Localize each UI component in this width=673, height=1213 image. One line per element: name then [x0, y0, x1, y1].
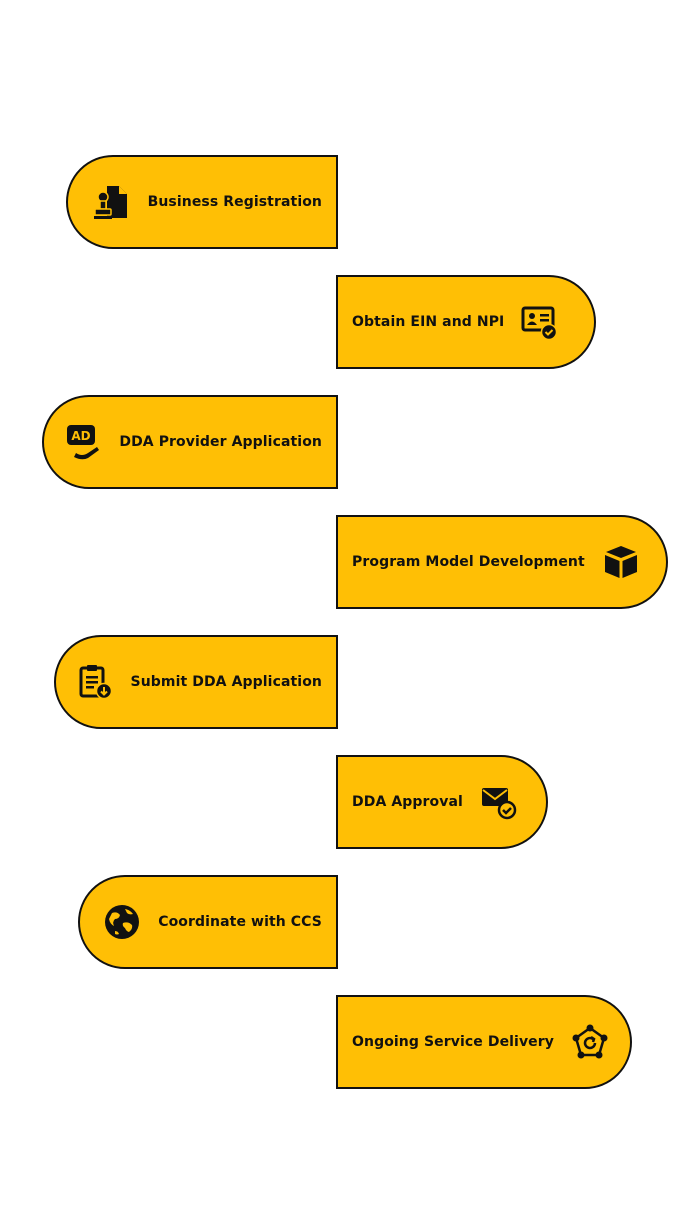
step-obtain-ein-npi: Obtain EIN and NPI — [336, 275, 596, 369]
cycle-network-icon — [570, 1022, 610, 1062]
step-submit-dda-application: Submit DDA Application — [54, 635, 338, 729]
step-business-registration: Business Registration — [66, 155, 338, 249]
step-label: Obtain EIN and NPI — [352, 314, 505, 330]
step-dda-approval: DDA Approval — [336, 755, 548, 849]
id-card-check-icon — [520, 302, 560, 342]
step-label: DDA Provider Application — [119, 434, 322, 450]
step-ongoing-service-delivery: Ongoing Service Delivery — [336, 995, 632, 1089]
step-label: Submit DDA Application — [130, 674, 322, 690]
step-label: Program Model Development — [352, 554, 585, 570]
box-icon — [601, 542, 641, 582]
svg-text:AD: AD — [72, 429, 91, 443]
step-coordinate-with-ccs: Coordinate with CCS — [78, 875, 338, 969]
step-dda-provider-application: AD DDA Provider Application — [42, 395, 338, 489]
step-label: Coordinate with CCS — [158, 914, 322, 930]
step-label: DDA Approval — [352, 794, 463, 810]
step-label: Business Registration — [147, 194, 322, 210]
registration-stamp-icon — [92, 182, 132, 222]
step-label: Ongoing Service Delivery — [352, 1034, 555, 1050]
clipboard-download-icon — [75, 662, 115, 702]
step-program-model-development: Program Model Development — [336, 515, 668, 609]
mail-check-icon — [479, 782, 519, 822]
globe-icon — [102, 902, 142, 942]
ad-hand-icon: AD — [63, 422, 103, 462]
